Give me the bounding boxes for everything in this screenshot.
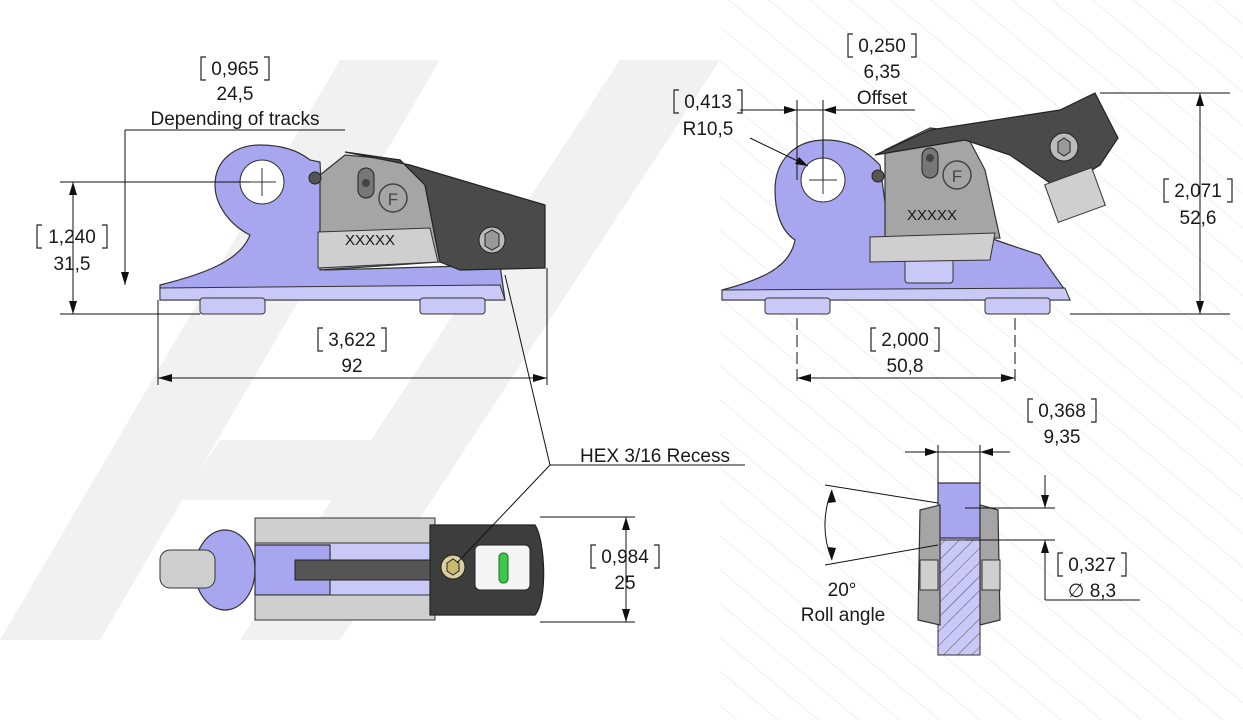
marking-letter-right: F — [952, 167, 962, 186]
length-inch: 3,622 — [328, 330, 376, 351]
thickness-inch: 0,368 — [1038, 401, 1086, 422]
wheel-spacing-inch: 2,000 — [881, 330, 929, 351]
side-view-left: F XXXXX — [159, 144, 546, 315]
radius-mm: R10,5 — [683, 119, 734, 140]
length-mm: 92 — [341, 356, 362, 377]
dimension-lines-top — [456, 274, 745, 623]
roll-angle-value: 20° — [828, 580, 857, 601]
track-offset-mm: 24,5 — [217, 84, 254, 105]
marking-code-left: XXXXX — [345, 232, 395, 249]
wheel-spacing-mm: 50,8 — [887, 356, 924, 377]
roll-angle-note: Roll angle — [801, 605, 886, 626]
section-view — [917, 482, 1001, 656]
offset-mm: 6,35 — [864, 62, 901, 83]
height-pin-mm: 31,5 — [54, 254, 91, 275]
track-offset-inch: 0,965 — [211, 59, 259, 80]
dimension-lines-section — [824, 445, 1140, 601]
width-top-mm: 25 — [614, 573, 635, 594]
indicator-light — [498, 552, 509, 584]
bore-mm: ∅ 8,3 — [1068, 581, 1116, 602]
thickness-mm: 9,35 — [1044, 427, 1081, 448]
radius-inch: 0,413 — [684, 92, 732, 113]
height-total-inch: 2,071 — [1174, 181, 1222, 202]
track-offset-note: Depending of tracks — [151, 109, 320, 130]
top-view — [159, 517, 545, 621]
bore-inch: 0,327 — [1068, 555, 1116, 576]
height-pin-inch: 1,240 — [48, 227, 96, 248]
marking-letter-left: F — [388, 190, 398, 209]
marking-code-right: XXXXX — [907, 207, 957, 224]
offset-inch: 0,250 — [858, 36, 906, 57]
offset-note: Offset — [857, 88, 908, 109]
dimension-lines-right — [740, 92, 1230, 385]
dimension-lines-left — [60, 129, 548, 385]
width-top-inch: 0,984 — [601, 547, 649, 568]
hex-recess-callout: HEX 3/16 Recess — [580, 446, 730, 467]
height-total-mm: 52,6 — [1180, 208, 1217, 229]
